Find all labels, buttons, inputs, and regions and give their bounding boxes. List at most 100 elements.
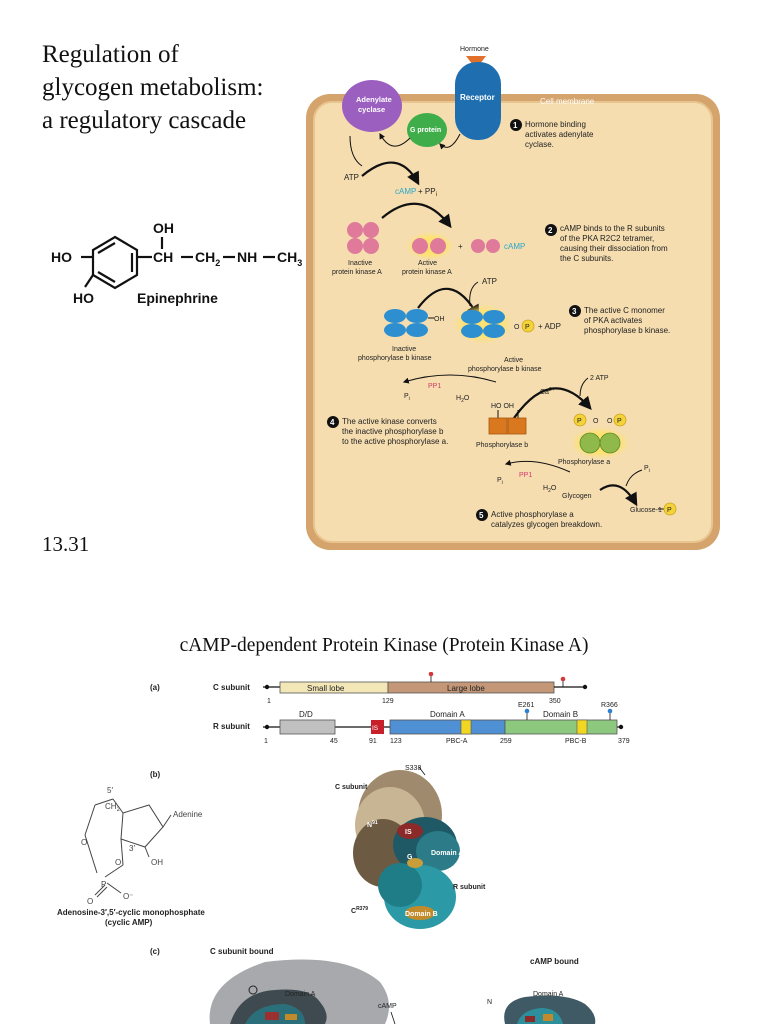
phos-b-ho-oh: HO OH [491, 403, 514, 410]
camp-bound-label: cAMP [504, 242, 525, 251]
h2o-label-1: H2O [456, 395, 470, 404]
small-lobe-label: Small lobe [307, 684, 345, 693]
atp-label: ATP [344, 173, 359, 182]
r-tick-379: 379 [618, 738, 630, 745]
phosphorylase-a-shape [579, 432, 621, 454]
epi-ch: CH [153, 249, 173, 265]
nh-label: N91 [367, 820, 378, 829]
inactive-pka-label-1: Inactive [348, 260, 372, 267]
domain-b-bar [504, 719, 618, 735]
pp1-label-1: PP1 [428, 383, 441, 390]
step4-line1: The active kinase converts [342, 417, 437, 426]
adenylate-label-1: Adenylate [356, 95, 392, 104]
receptor-label: Receptor [460, 93, 495, 102]
g-3d-label: G [407, 854, 413, 861]
membrane-label: Cell membrane [540, 97, 595, 106]
step1-num: 1 [513, 121, 518, 130]
pka-surface-model [353, 770, 460, 929]
c-tick-1: 1 [267, 698, 271, 705]
step5-line1: Active phosphorylase a [491, 510, 574, 519]
glucose-label: Glucose-1 [630, 507, 662, 514]
g-protein-shape [407, 113, 447, 147]
epinephrine-structure: HO HO OH CH CH2 NH CH3 Epinephrine [51, 220, 302, 306]
step3-line1: The active C monomer [584, 306, 665, 315]
camp-o-eq: O [87, 897, 93, 906]
s338-label: S338 [405, 765, 421, 772]
dd-bar [279, 719, 336, 735]
pbc-a-bar [460, 719, 472, 735]
adenylate-label-2: cyclase [358, 105, 385, 114]
is-label: IS [372, 725, 379, 732]
c-subunit-3d-label: C subunit [335, 784, 368, 791]
hormone-label: Hormone [460, 46, 489, 53]
camp-o-3: O [115, 858, 121, 867]
title-line-2: glycogen metabolism: [42, 74, 264, 101]
h2o-label-2: H2O [543, 485, 557, 494]
adenylate-cyclase-shape [342, 80, 402, 132]
camp-structure [84, 798, 172, 898]
r-subunit-label: R subunit [213, 722, 250, 731]
domain-b-label: Domain B [543, 710, 578, 719]
is-bar [371, 720, 384, 734]
camp-3prime: 3′ [129, 844, 135, 853]
step4-num: 4 [330, 418, 335, 427]
benzene-ring [91, 235, 139, 290]
phk-oh: OH [434, 316, 445, 323]
camp-panel-c: cAMP [378, 1003, 397, 1010]
step3-num: 3 [572, 307, 577, 316]
step3-line2: of PKA activates [584, 316, 642, 325]
slide1-title: Regulation of glycogen metabolism: a reg… [42, 38, 263, 137]
panel-b: (b) 5′ CH2 Adenine 3′ OH O O P O O⁻ Aden… [57, 765, 486, 929]
step2-line2: of the PKA R2C2 tetramer, [560, 234, 654, 243]
plus-sign: + [458, 242, 463, 251]
ca-label: Ca2+ [540, 387, 555, 396]
active-pka-label-2: protein kinase A [402, 269, 452, 276]
r-tick-45: 45 [330, 738, 338, 745]
camp-abbrev: (cyclic AMP) [105, 918, 153, 927]
e261-label: E261 [518, 702, 534, 709]
inactive-phk-shape [384, 309, 428, 337]
ppi-label: + PPi [418, 187, 437, 198]
step1-line1: Hormone binding [525, 120, 586, 129]
atp2-label: ATP [482, 277, 497, 286]
c-tick-129: 129 [382, 698, 394, 705]
phos-a-o1: O [593, 418, 599, 425]
pbc-b-label: PBC-B [565, 738, 587, 745]
inactive-pka-label-2: protein kinase A [332, 269, 382, 276]
phk-p: P [525, 324, 530, 331]
r-tick-123: 123 [390, 738, 402, 745]
epi-ch2: CH2 [195, 249, 220, 268]
phos-a-p2: P [617, 418, 622, 425]
phosphorylase-b-shape [488, 417, 527, 435]
c-bound-domain-a: Domain A [285, 991, 316, 998]
active-phk-label-1: Active [504, 357, 523, 364]
panel-b-label: (b) [150, 770, 161, 779]
panel-a-domain-map: (a) C subunit Small lobe Large lobe 1 12… [150, 672, 630, 745]
g-protein-label: G protein [410, 127, 441, 134]
c-tick-350: 350 [549, 698, 561, 705]
panel-a-label: (a) [150, 683, 160, 692]
epi-ho-bottom: HO [73, 290, 94, 306]
step3-line3: phosphorylase b kinase. [584, 326, 670, 335]
two-atp-label: 2 ATP [590, 375, 609, 382]
domain-b-3d-label: Domain B [405, 911, 438, 918]
camp-ch2: CH2 [105, 802, 121, 813]
step2-line4: the C subunits. [560, 254, 613, 263]
pp1-label-2: PP1 [519, 472, 532, 479]
camp-o-ring: O [81, 838, 87, 847]
cascade-diagram: Hormone Receptor Cell membrane Adenylate… [306, 46, 720, 550]
r-tick-91: 91 [369, 738, 377, 745]
step2-line1: cAMP binds to the R subunits [560, 224, 665, 233]
is-3d-label: IS [405, 829, 412, 836]
camp-o-minus: O⁻ [123, 892, 133, 901]
camp-oh: OH [151, 858, 163, 867]
camp-label: cAMP [395, 187, 416, 196]
r366-label: R366 [601, 702, 618, 709]
step5-line2: catalyzes glycogen breakdown. [491, 520, 602, 529]
domain-a-3d-label: Domain A [431, 850, 463, 857]
domain-a-label: Domain A [430, 710, 465, 719]
inactive-phk-label-2: phosphorylase b kinase [358, 355, 432, 362]
camp-bound-structure [504, 995, 596, 1024]
panel-c: (c) C subunit bound cAMP bound Domain A … [150, 947, 596, 1024]
slide2-title: cAMP-dependent Protein Kinase (Protein K… [179, 635, 589, 656]
